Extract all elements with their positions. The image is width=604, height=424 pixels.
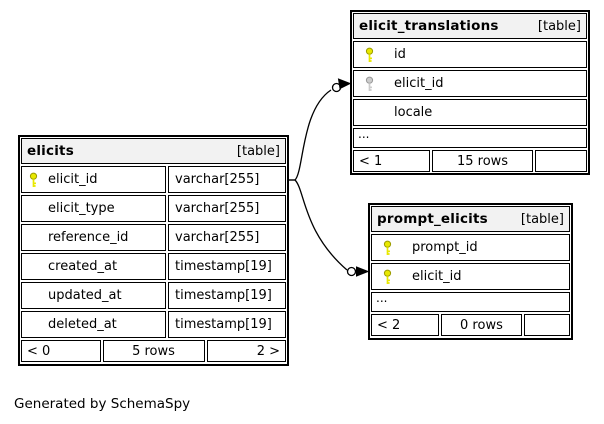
child-count bbox=[534, 150, 587, 172]
column-row-created_at: created_at timestamp[19] bbox=[21, 253, 286, 280]
column-row-updated_at: updated_at timestamp[19] bbox=[21, 282, 286, 309]
table-name: prompt_elicits bbox=[377, 211, 488, 227]
column-row-id: id bbox=[353, 41, 587, 68]
table-header-elicit-translations[interactable]: elicit_translations [table] bbox=[353, 13, 587, 39]
primary-key-icon bbox=[383, 269, 392, 284]
column-name: deleted_at bbox=[48, 317, 117, 332]
column-name: elicit_type bbox=[48, 201, 115, 216]
column-name: elicit_id bbox=[48, 172, 98, 187]
column-row-elicit_id: elicit_id varchar[255] bbox=[21, 166, 286, 193]
column-type: varchar[255] bbox=[168, 166, 286, 193]
column-type: varchar[255] bbox=[168, 224, 286, 251]
parent-count: < 1 bbox=[353, 150, 431, 172]
table-footer-prompt-elicits: < 2 0 rows bbox=[371, 314, 570, 336]
column-row-elicit_id: elicit_id bbox=[353, 70, 587, 97]
column-name: reference_id bbox=[48, 230, 129, 245]
column-type: timestamp[19] bbox=[168, 253, 286, 280]
column-row-prompt_id: prompt_id bbox=[371, 234, 570, 261]
table-node-prompt-elicits[interactable]: prompt_elicits [table] prompt_id elicit_… bbox=[368, 203, 573, 340]
hidden-columns-ellipsis: ... bbox=[371, 292, 570, 312]
zero-or-one-circle-icon bbox=[346, 266, 357, 277]
table-footer-elicits: < 0 5 rows 2 > bbox=[21, 340, 286, 362]
table-name: elicit_translations bbox=[359, 18, 499, 34]
table-type-label: [table] bbox=[520, 211, 564, 227]
primary-key-icon bbox=[365, 47, 374, 62]
column-name: elicit_id bbox=[394, 76, 444, 91]
row-count: 5 rows bbox=[102, 340, 205, 362]
column-type: varchar[255] bbox=[168, 195, 286, 222]
table-header-prompt-elicits[interactable]: prompt_elicits [table] bbox=[371, 206, 570, 232]
table-footer-elicit-translations: < 1 15 rows bbox=[353, 150, 587, 172]
column-row-reference_id: reference_id varchar[255] bbox=[21, 224, 286, 251]
primary-key-icon bbox=[29, 172, 38, 187]
column-row-locale: locale bbox=[353, 99, 587, 126]
foreign-key-icon bbox=[365, 76, 374, 91]
table-type-label: [table] bbox=[537, 18, 581, 34]
table-header-elicits[interactable]: elicits [table] bbox=[21, 138, 286, 164]
column-name: id bbox=[394, 47, 406, 62]
column-type: timestamp[19] bbox=[168, 282, 286, 309]
generator-note: Generated by SchemaSpy bbox=[14, 396, 191, 412]
row-count: 0 rows bbox=[440, 314, 523, 336]
table-name: elicits bbox=[27, 143, 74, 159]
column-row-elicit_type: elicit_type varchar[255] bbox=[21, 195, 286, 222]
parent-count: < 0 bbox=[21, 340, 101, 362]
parent-count: < 2 bbox=[371, 314, 439, 336]
column-row-elicit_id: elicit_id bbox=[371, 263, 570, 290]
table-node-elicit-translations[interactable]: elicit_translations [table] id elicit_id… bbox=[350, 10, 590, 175]
column-name: created_at bbox=[48, 259, 118, 274]
fk-line-prompt-elicits bbox=[288, 179, 348, 271]
column-name: prompt_id bbox=[412, 240, 478, 255]
column-type: timestamp[19] bbox=[168, 311, 286, 338]
fk-line-elicit-translations bbox=[288, 89, 332, 181]
table-type-label: [table] bbox=[236, 143, 280, 159]
column-name: updated_at bbox=[48, 288, 122, 303]
child-count bbox=[524, 314, 570, 336]
arrowhead-icon bbox=[337, 78, 352, 90]
row-count: 15 rows bbox=[432, 150, 533, 172]
column-name: locale bbox=[394, 105, 433, 120]
primary-key-icon bbox=[383, 240, 392, 255]
column-name: elicit_id bbox=[412, 269, 462, 284]
hidden-columns-ellipsis: ... bbox=[353, 128, 587, 148]
column-row-deleted_at: deleted_at timestamp[19] bbox=[21, 311, 286, 338]
child-count: 2 > bbox=[206, 340, 286, 362]
table-node-elicits[interactable]: elicits [table] elicit_id varchar[255] e… bbox=[18, 135, 289, 366]
arrowhead-icon bbox=[356, 266, 370, 277]
